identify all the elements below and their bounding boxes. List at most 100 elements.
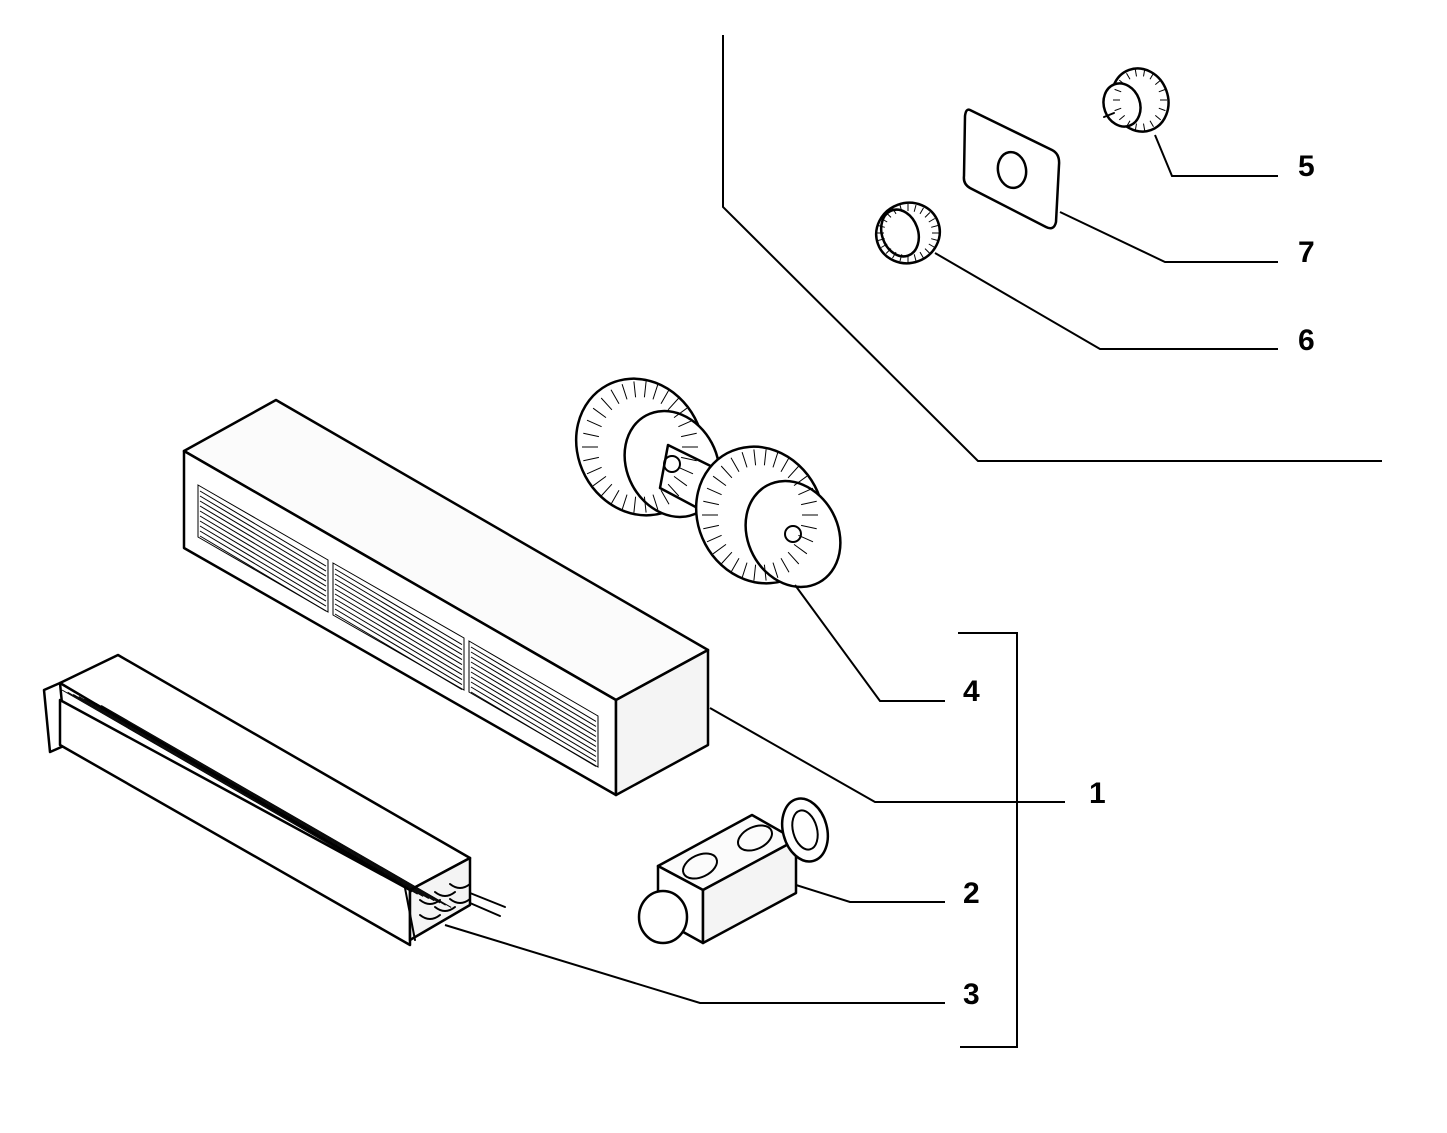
hatch-line	[61, 689, 413, 893]
hatch-line	[72, 693, 424, 897]
hatch-line	[763, 564, 767, 581]
blower-fan-icon[interactable]	[552, 356, 858, 606]
hatch-line	[470, 691, 597, 767]
hatch-line	[199, 535, 327, 612]
leader-lines	[444, 134, 1278, 1004]
callout-1: 1	[1089, 777, 1106, 810]
hatch-line	[334, 598, 463, 676]
hatch-line	[919, 207, 924, 215]
evaporator-core-icon[interactable]	[42, 653, 506, 947]
hatch-line	[334, 578, 463, 656]
hatch-line	[913, 254, 917, 262]
hatch-line	[470, 656, 597, 732]
hatch-line	[470, 681, 597, 757]
hatch-line	[470, 671, 597, 747]
leader-3	[444, 924, 945, 1004]
hatch-line	[880, 243, 888, 248]
hatch-line	[928, 243, 936, 248]
hatch-line	[89, 700, 441, 904]
hatch-line	[787, 551, 800, 565]
hatch-line	[1114, 107, 1122, 112]
group-bracket-lower	[958, 632, 1018, 1048]
hatch-line	[1149, 120, 1154, 128]
hatch-line	[334, 603, 463, 681]
hatch-line	[199, 530, 327, 607]
knob-icon[interactable]	[1098, 60, 1178, 139]
hatch-line	[633, 496, 637, 513]
hatch-line	[660, 389, 670, 404]
hatch-line	[660, 490, 670, 505]
hatch-line	[652, 494, 659, 510]
hatch-line	[334, 608, 463, 686]
hatch-line	[787, 465, 800, 479]
hatch-line	[1149, 72, 1154, 80]
hatch-line	[334, 613, 463, 691]
leader-5	[1154, 134, 1278, 177]
leader-1	[709, 707, 1065, 803]
hatch-line	[1118, 115, 1126, 121]
hatch-line	[730, 558, 740, 573]
hatch-line	[78, 696, 430, 900]
leader-6	[934, 252, 1278, 350]
hatch-line	[1114, 88, 1122, 93]
hatch-line	[673, 475, 688, 487]
hatch-line	[877, 225, 885, 228]
hatch-line	[1154, 79, 1162, 85]
hatch-line	[583, 456, 600, 462]
hatch-line	[470, 646, 597, 722]
hatch-line	[1126, 72, 1131, 80]
hatch-line	[1158, 107, 1166, 112]
hatch-line	[712, 475, 727, 487]
leader-2	[795, 884, 945, 903]
hatch-line	[931, 225, 939, 228]
hatch-line	[780, 457, 790, 472]
plate-icon[interactable]	[962, 108, 1061, 230]
hatch-line	[741, 562, 748, 578]
hatch-line	[793, 475, 808, 487]
hatch-line	[885, 212, 892, 218]
hatch-line	[199, 500, 327, 577]
hatch-line	[667, 483, 680, 497]
leader-4	[794, 584, 945, 702]
group-bracket-upper	[722, 35, 1382, 462]
hatch-line	[67, 691, 418, 895]
hatch-line	[793, 543, 808, 555]
callout-7: 7	[1298, 236, 1315, 269]
hatch-line	[772, 562, 779, 578]
hatch-line	[334, 593, 463, 671]
hatch-line	[928, 218, 936, 223]
hatch-line	[703, 524, 720, 530]
hatch-line	[673, 407, 688, 419]
hatch-line	[84, 698, 435, 902]
callout-5: 5	[1298, 150, 1315, 183]
hatch-line	[199, 515, 327, 592]
hatch-line	[763, 449, 767, 466]
hatch-line	[633, 381, 637, 398]
hatch-line	[470, 686, 597, 762]
expansion-valve-icon[interactable]	[637, 793, 835, 945]
hatch-line	[334, 583, 463, 661]
hatch-line	[712, 543, 727, 555]
hatch-line	[470, 676, 597, 752]
hatch-line	[95, 702, 446, 906]
hatch-line	[885, 248, 892, 254]
hatch-line	[643, 381, 647, 398]
hatch-line	[924, 212, 931, 218]
hatch-line	[1158, 88, 1166, 93]
hatch-line	[600, 397, 613, 411]
hatch-line	[753, 564, 757, 581]
heater-housing-icon[interactable]	[182, 398, 710, 797]
hatch-line	[610, 389, 620, 404]
hatch-line	[772, 452, 779, 468]
hatch-line	[470, 661, 597, 737]
hatch-line	[334, 588, 463, 666]
hatch-line	[1134, 69, 1137, 77]
hatch-line	[470, 651, 597, 727]
callout-2: 2	[963, 877, 980, 910]
hatch-line	[643, 496, 647, 513]
hatch-line	[199, 495, 327, 572]
hatch-line	[678, 466, 694, 475]
hatch-line	[678, 419, 694, 428]
hatch-line	[470, 666, 597, 742]
cap-icon[interactable]	[868, 194, 949, 272]
